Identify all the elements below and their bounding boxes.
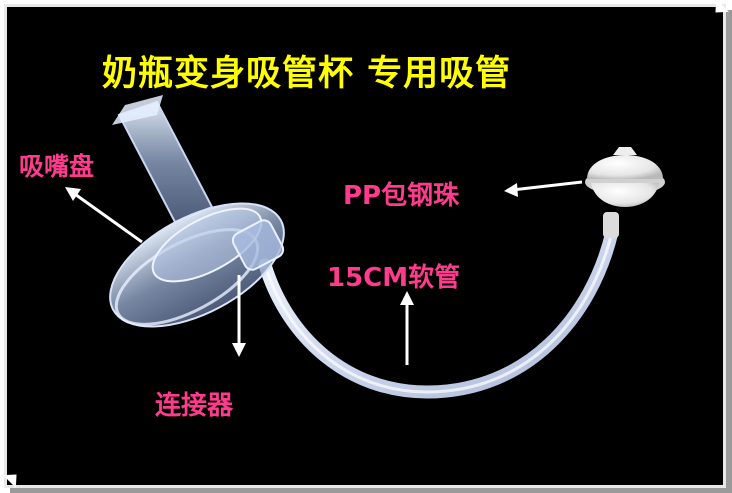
arrow-pp-ball [504, 180, 583, 197]
soft-tube [258, 225, 619, 399]
label-mouthpiece: 吸嘴盘 [19, 152, 95, 181]
pp-ball [585, 147, 665, 238]
photo-frame: 奶瓶变身吸管杯 专用吸管 吸嘴盘 PP包钢珠 15CM软管 连接器 [4, 4, 726, 488]
arrows [65, 180, 583, 365]
product-photo [65, 95, 665, 399]
label-connector: 连接器 [155, 391, 234, 421]
mouthpiece-straw [112, 95, 214, 224]
connector-disc [109, 202, 285, 328]
arrow-mouthpiece [65, 187, 143, 244]
arrow-soft-tube [400, 291, 414, 365]
product-title: 奶瓶变身吸管杯 专用吸管 [102, 54, 512, 94]
label-soft-tube: 15CM软管 [327, 263, 461, 293]
arrow-connector [232, 275, 246, 357]
label-pp-ball: PP包钢珠 [343, 181, 460, 211]
